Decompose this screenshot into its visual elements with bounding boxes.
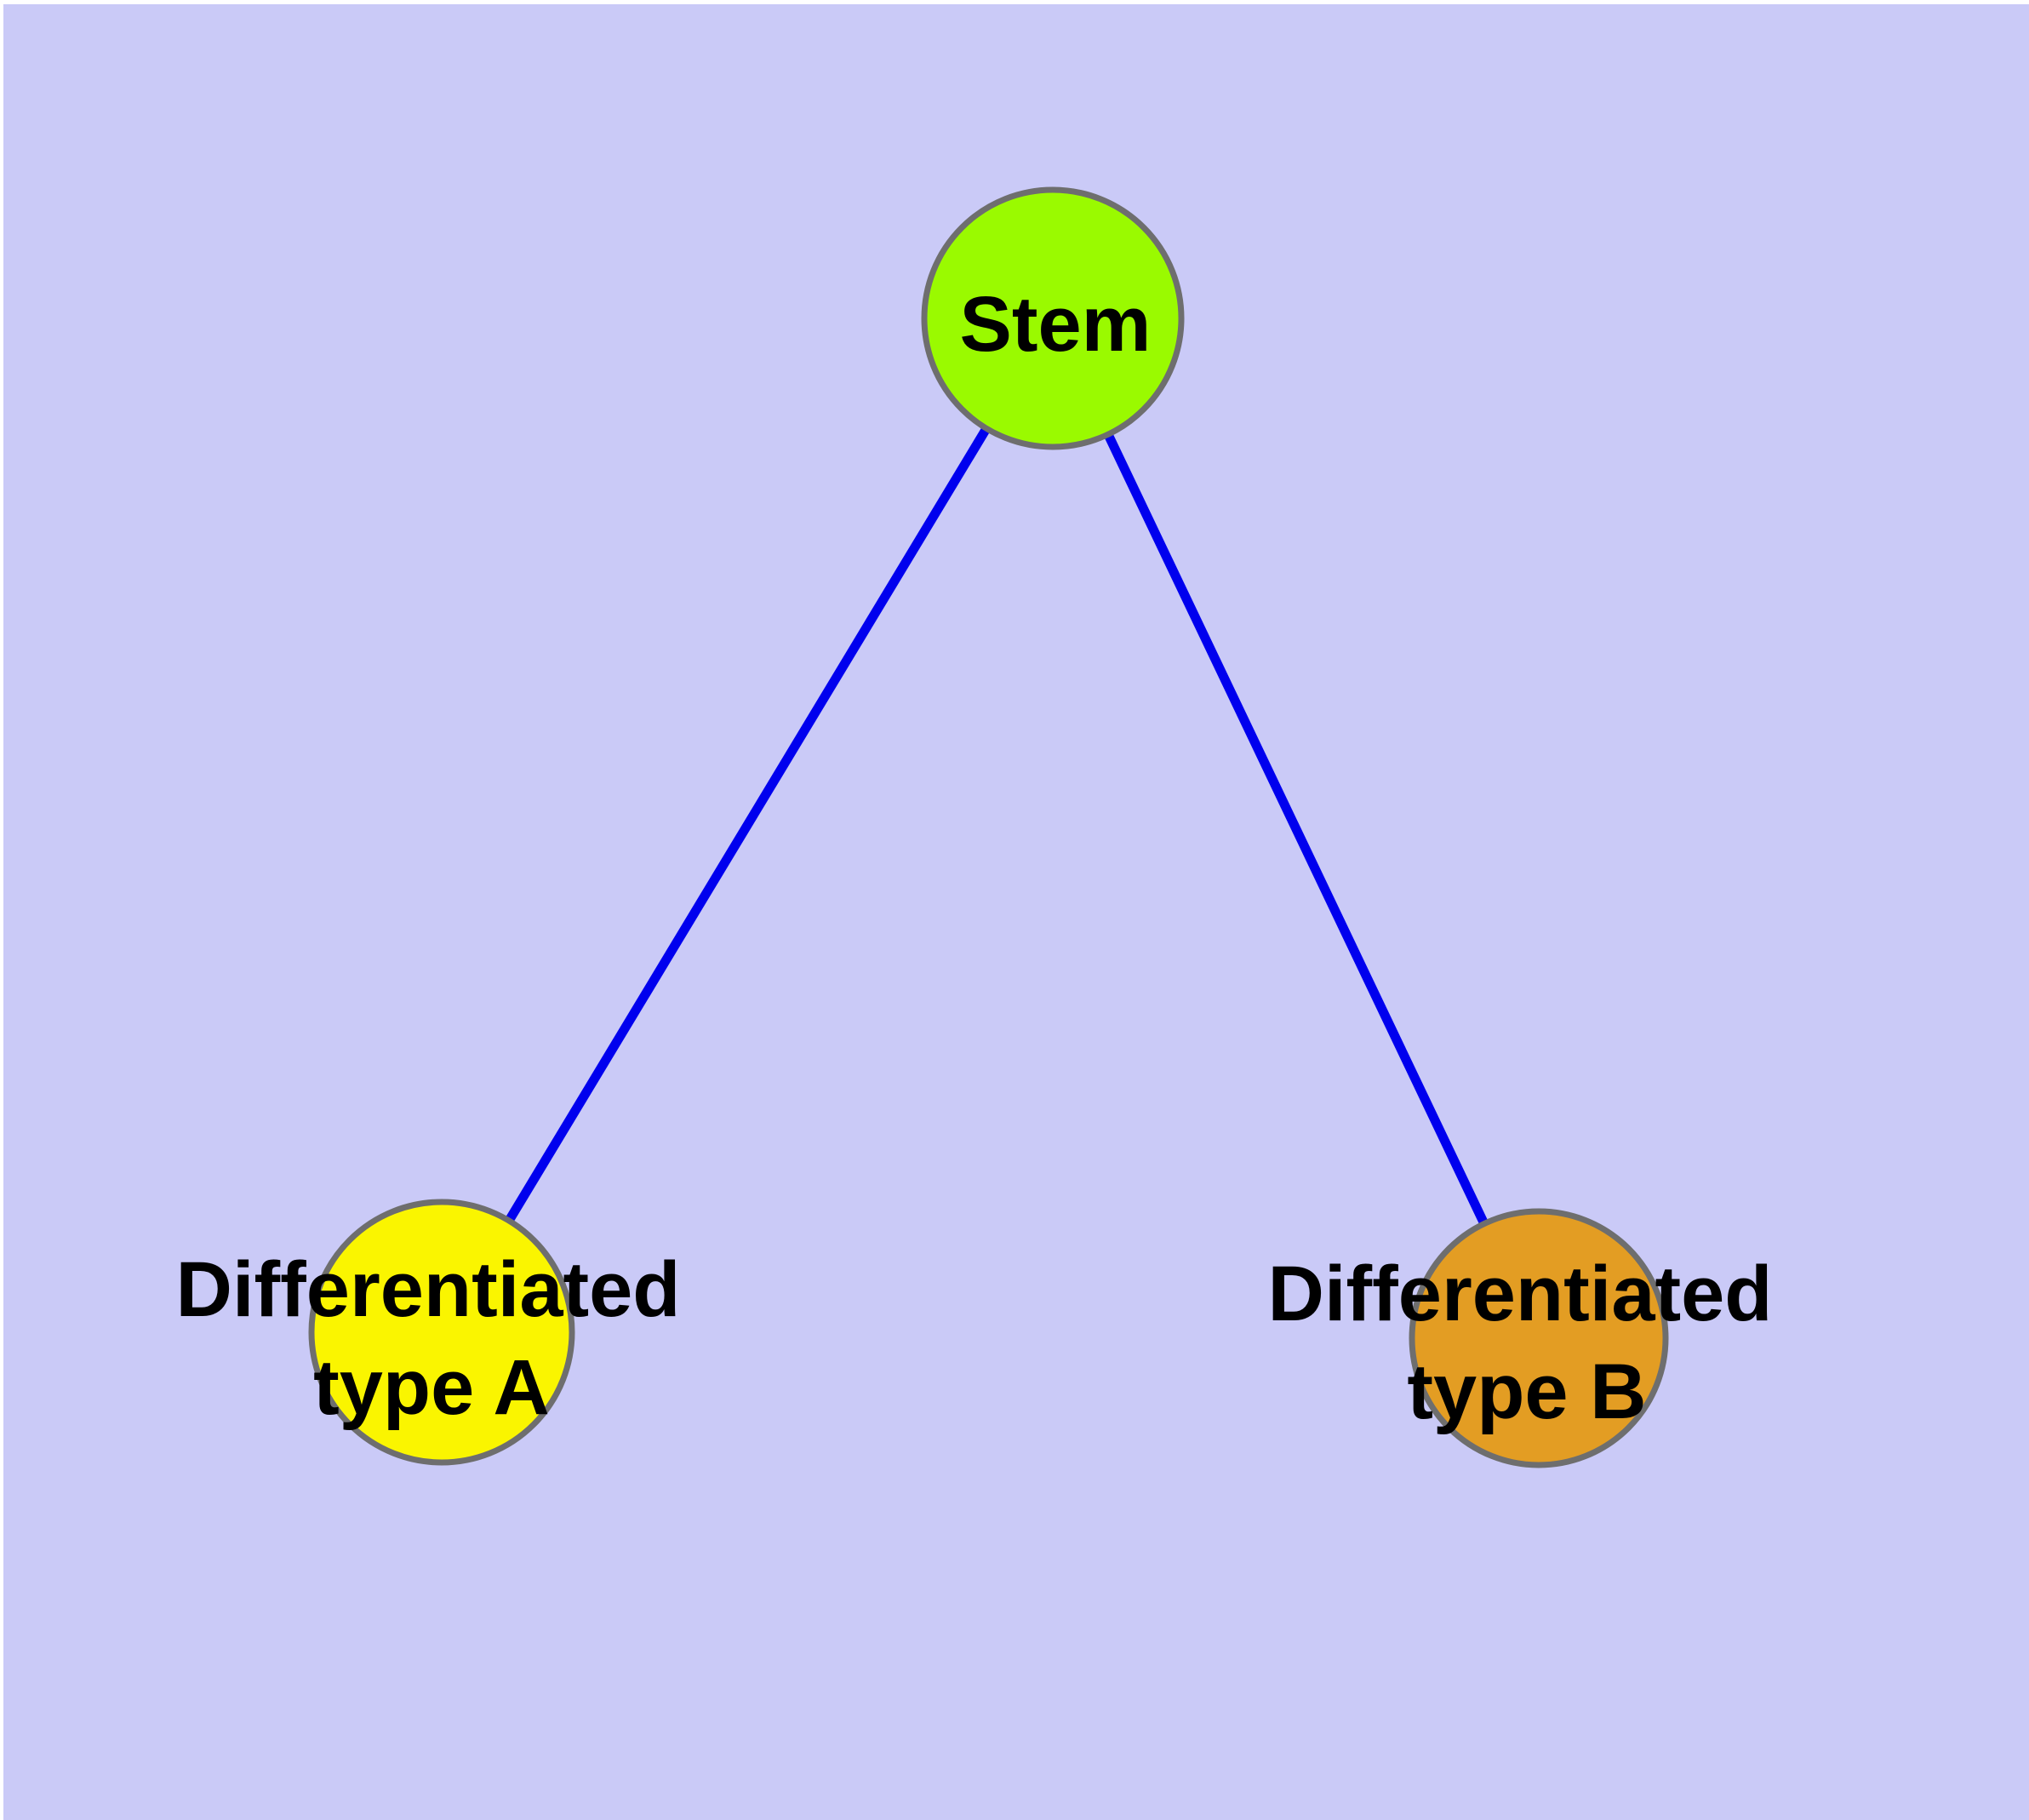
node-differentiated-type-b-label-line-2: type B bbox=[1407, 1348, 1646, 1435]
node-differentiated-type-a-circle bbox=[308, 1199, 575, 1466]
edge-stem-to-type-b bbox=[1049, 316, 1543, 1341]
node-differentiated-type-b-circle bbox=[1409, 1208, 1669, 1468]
node-stem-label: Stem bbox=[960, 281, 1152, 368]
node-differentiated-type-a-label-line-1: Differentiated bbox=[176, 1246, 681, 1333]
node-stem-circle bbox=[921, 186, 1185, 450]
node-differentiated-type-b-label-line-1: Differentiated bbox=[1268, 1251, 1773, 1337]
edge-stem-to-type-a bbox=[437, 316, 1057, 1335]
node-differentiated-type-a-label-line-2: type A bbox=[313, 1344, 550, 1431]
